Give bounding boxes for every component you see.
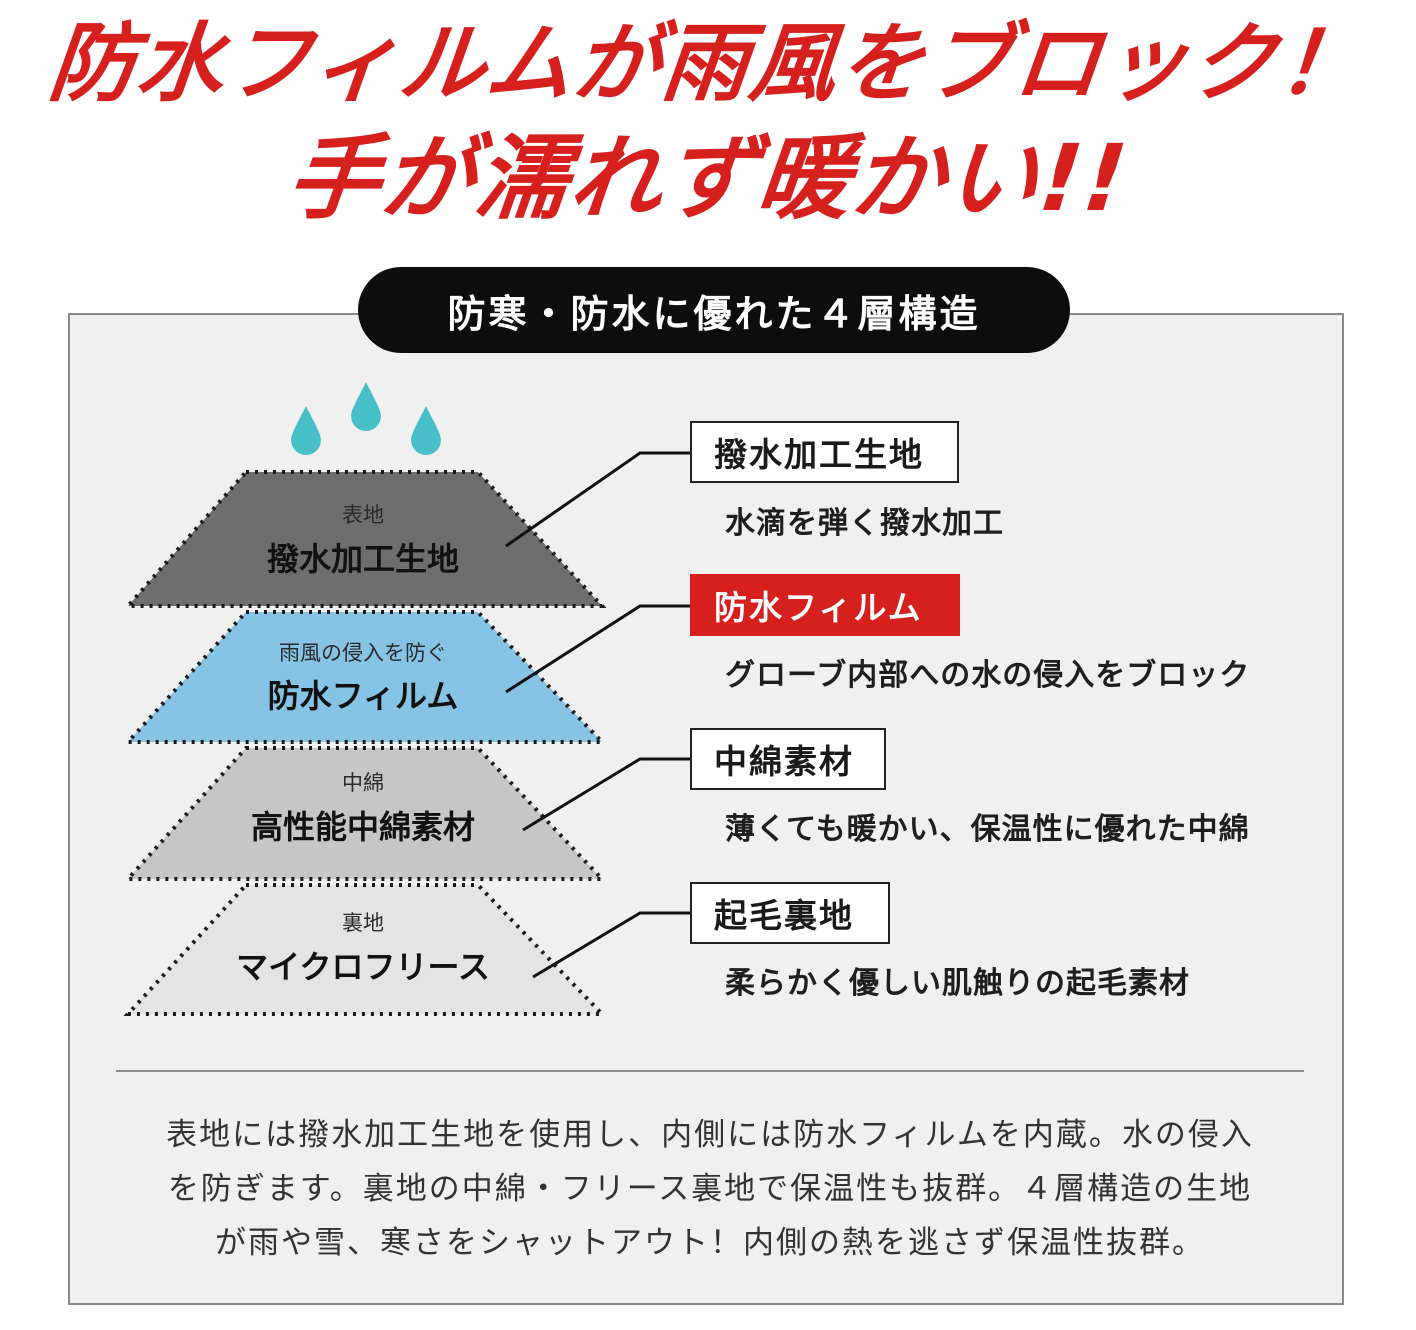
- layer-padding-name: 高性能中綿素材: [251, 808, 475, 846]
- connector-line: [505, 451, 690, 548]
- layer-film-small-label: 雨風の侵入を防ぐ: [279, 641, 447, 665]
- layer-film-shape: [123, 610, 607, 744]
- section-title-pill: 防寒・防水に優れた４層構造: [358, 267, 1070, 353]
- water-drop-icon: [291, 406, 321, 455]
- layer-fleece-name: マイクロフリース: [236, 948, 490, 986]
- connector-line: [505, 604, 690, 694]
- tag-padding: 中綿素材: [690, 728, 886, 790]
- description-line-2: を防ぎます。裏地の中綿・フリース裏地で保温性も抜群。４層構造の生地: [167, 1171, 1253, 1207]
- desc-padding: 薄くても暖かい、保温性に優れた中綿: [725, 812, 1250, 847]
- layer-film-name: 防水フィルム: [268, 677, 459, 715]
- layer-fleece-shape: [123, 883, 607, 1016]
- tag-fleece: 起毛裏地: [690, 882, 890, 944]
- layer-padding-small-label: 中綿: [342, 771, 384, 795]
- desc-fleece: 柔らかく優しい肌触りの起毛素材: [725, 966, 1190, 1001]
- tag-outer: 撥水加工生地: [690, 421, 959, 483]
- water-drops-icon: [291, 382, 441, 455]
- description-line-1: 表地には撥水加工生地を使用し、内側には防水フィルムを内蔵。水の侵入: [166, 1117, 1254, 1153]
- desc-outer: 水滴を弾く撥水加工: [725, 506, 1004, 541]
- description-paragraph: 表地には撥水加工生地を使用し、内側には防水フィルムを内蔵。水の侵入 を防ぎます。…: [120, 1108, 1300, 1270]
- water-drop-icon: [351, 382, 381, 431]
- connector-line: [532, 911, 690, 979]
- layer-padding-shape: [123, 746, 607, 881]
- layer-fleece-small-label: 裏地: [342, 911, 384, 935]
- divider: [116, 1070, 1304, 1072]
- layer-outer-name: 撥水加工生地: [267, 540, 459, 578]
- water-drop-icon: [411, 406, 441, 455]
- connector-line: [522, 757, 690, 832]
- desc-film: グローブ内部への水の侵入をブロック: [725, 658, 1251, 693]
- tag-film: 防水フィルム: [690, 574, 960, 636]
- layer-outer-shape: [123, 470, 607, 608]
- layer-outer-small-label: 表地: [342, 503, 384, 527]
- description-line-3: が雨や雪、寒さをシャットアウト！内側の熱を逃さず保温性抜群。: [215, 1225, 1205, 1261]
